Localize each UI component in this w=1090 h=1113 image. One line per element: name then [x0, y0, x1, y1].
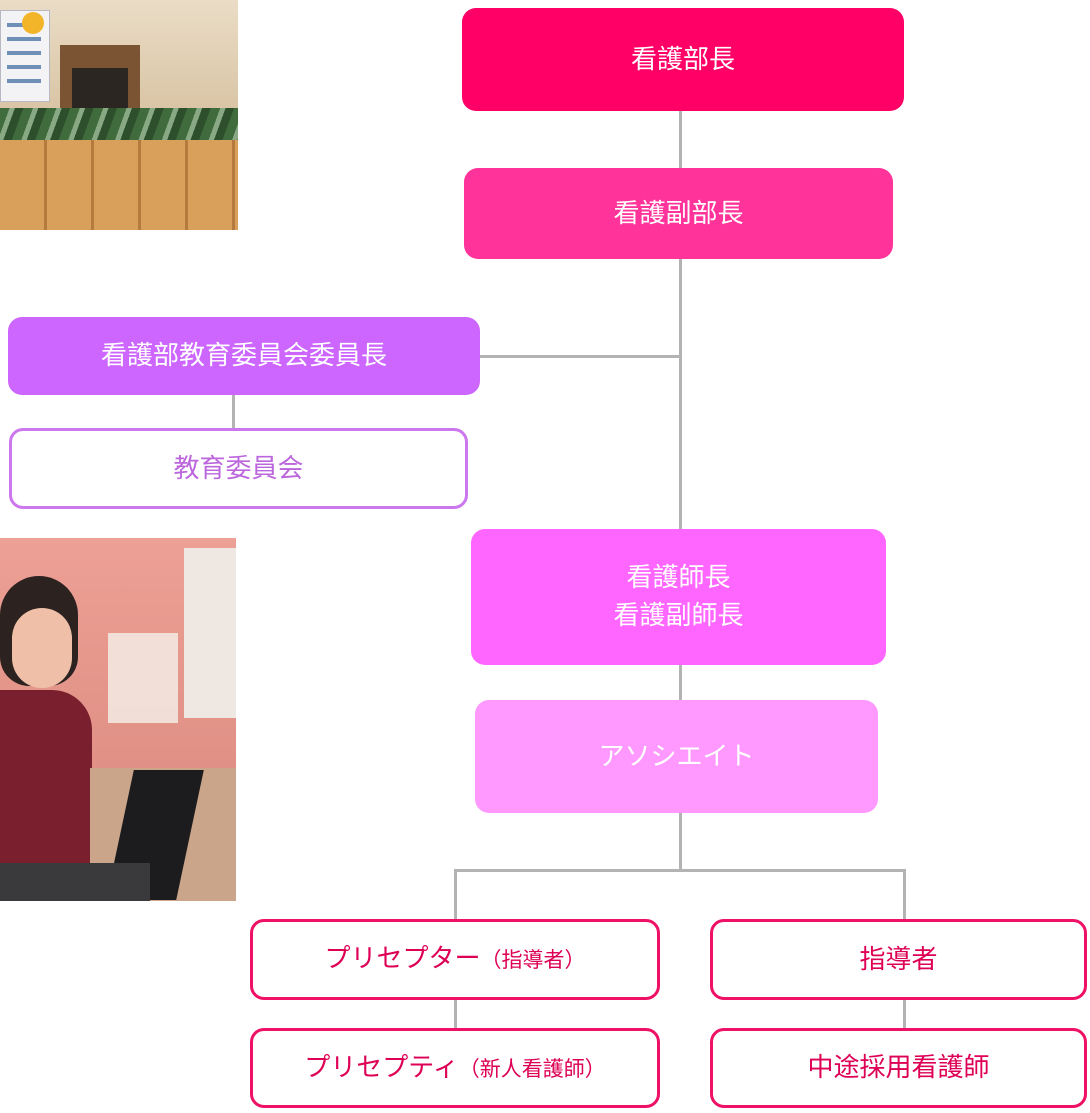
node-preceptor-label: プリセプター（指導者）	[324, 944, 586, 974]
node-education-committee-chair-label: 看護部教育委員会委員長	[100, 341, 387, 371]
node-midcareer-nurse: 中途採用看護師	[710, 1028, 1087, 1108]
connector-education-down	[232, 394, 235, 430]
connector-associate-down	[679, 812, 682, 871]
connector-main-trunk	[679, 110, 682, 533]
node-education-committee-chair: 看護部教育委員会委員長	[8, 317, 480, 395]
connector-education-branch	[478, 355, 682, 358]
connector-split-right	[903, 869, 906, 921]
node-education-committee-label: 教育委員会	[173, 453, 304, 484]
node-preceptor: プリセプター（指導者）	[250, 919, 660, 1000]
connector-head-nurse-associate	[679, 664, 682, 702]
connector-split-left	[454, 869, 457, 921]
node-midcareer-nurse-label: 中途採用看護師	[807, 1053, 990, 1083]
node-nursing-director-label: 看護部長	[630, 44, 735, 75]
node-head-nurse-label: 看護師長	[626, 563, 731, 593]
node-deputy-nursing-director-label: 看護副部長	[613, 198, 744, 229]
connector-mentor-down	[903, 1000, 906, 1030]
node-associate: アソシエイト	[475, 700, 878, 813]
nurse-at-laptop-photo	[0, 538, 236, 901]
node-nursing-director: 看護部長	[462, 8, 904, 111]
node-preceptee-label: プリセプティ（新人看護師）	[304, 1052, 606, 1083]
node-head-nurse: 看護師長 看護副師長	[471, 529, 886, 665]
node-mentor: 指導者	[710, 919, 1087, 1000]
connector-preceptor-down	[454, 1000, 457, 1030]
node-deputy-nursing-director: 看護副部長	[464, 168, 893, 259]
hospital-lobby-photo	[0, 0, 238, 230]
node-preceptee: プリセプティ（新人看護師）	[250, 1028, 660, 1108]
node-associate-label: アソシエイト	[598, 741, 755, 772]
node-mentor-label: 指導者	[859, 944, 938, 975]
node-education-committee: 教育委員会	[9, 428, 468, 509]
connector-split-horizontal	[454, 869, 906, 872]
node-deputy-head-nurse-label: 看護副師長	[613, 601, 744, 631]
